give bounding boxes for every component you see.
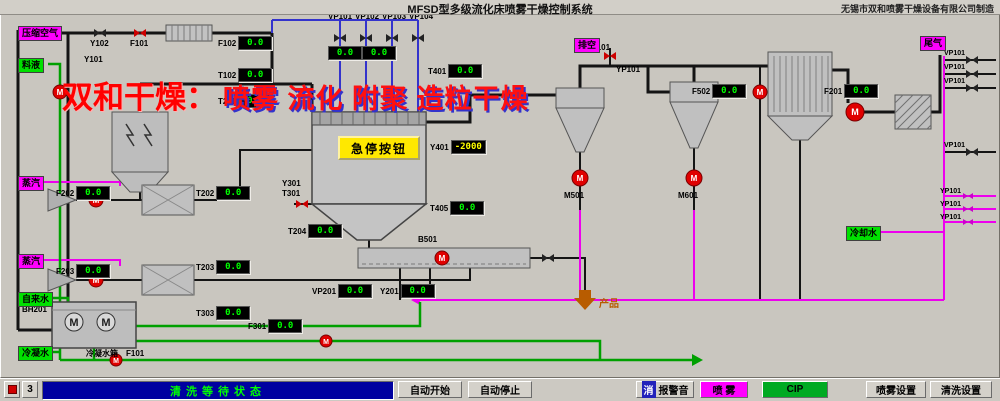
auto-start-button[interactable]: 自动开始 xyxy=(398,381,462,398)
window-title: MFSD型多级流化床喷雾干燥控制系统 xyxy=(407,4,593,16)
tag-rail-vp101-1: VP101 xyxy=(944,50,966,57)
tag-rail-yp101-3: YP101 xyxy=(940,214,962,221)
display-vp-air-2: 0.0 xyxy=(360,46,396,60)
tag-rail-yp101-2: YP101 xyxy=(940,201,962,208)
label-tap-water: 自来水 xyxy=(18,292,54,307)
tag-y101: Y101 xyxy=(84,55,103,64)
label-exhaust: 尾气 xyxy=(920,36,947,51)
label-steam-1: 蒸汽 xyxy=(18,176,45,191)
label-compressed-air: 压缩空气 xyxy=(18,26,63,41)
label-feed: 料液 xyxy=(18,58,45,73)
tag-bh201: BH201 xyxy=(22,305,47,314)
mute-alarm-button[interactable]: 消 报警音 xyxy=(636,381,694,398)
tag-vp104: VP104 xyxy=(409,12,434,21)
clean-settings-button[interactable]: 清洗设置 xyxy=(930,381,992,398)
page-number-button[interactable]: 3 xyxy=(22,381,38,398)
display-y401: Y401-2000 xyxy=(430,140,486,154)
mute-label: 报警音 xyxy=(658,386,689,397)
tag-vp103: VP103 xyxy=(382,12,407,21)
tag-rail-vp101-3: VP101 xyxy=(944,78,966,85)
mute-icon: 消 xyxy=(641,381,656,398)
alarm-indicator-icon xyxy=(7,385,17,394)
label-product: 产品 xyxy=(599,299,619,310)
manufacturer-label: 无锡市双和喷雾干燥设备有限公司制造 xyxy=(840,4,994,14)
display-vp-air-1: 0.0 xyxy=(326,46,362,60)
tag-y301: Y301 xyxy=(282,179,301,188)
auto-stop-button[interactable]: 自动停止 xyxy=(468,381,532,398)
spray-settings-button[interactable]: 喷雾设置 xyxy=(866,381,926,398)
tag-m501: M501 xyxy=(564,191,585,200)
diagram-panel xyxy=(0,14,1000,378)
tag-rail-vp101-2: VP101 xyxy=(944,64,966,71)
spray-mode-button[interactable]: 喷 雾 xyxy=(700,381,748,398)
label-vent: 排空 xyxy=(574,38,601,53)
tag-f101: F101 xyxy=(130,39,149,48)
tag-m601: M601 xyxy=(678,191,699,200)
label-condensate: 冷凝水 xyxy=(18,346,54,361)
alarm-indicator-button[interactable] xyxy=(4,381,20,398)
tag-rail-vp101-4: VP101 xyxy=(944,142,966,149)
cip-mode-button[interactable]: CIP xyxy=(762,381,828,398)
tag-y102: Y102 xyxy=(90,39,109,48)
tag-rail-yp101-1: YP101 xyxy=(940,188,962,195)
tag-f101-pump: F101 xyxy=(126,349,145,358)
tag-t301: T301 xyxy=(282,189,301,198)
label-cooling-water: 冷却水 xyxy=(846,226,882,241)
label-steam-2: 蒸汽 xyxy=(18,254,45,269)
emergency-stop-button[interactable]: 急停按钮 xyxy=(338,136,420,160)
tag-yp101-vent: YP101 xyxy=(616,65,641,74)
status-bar: 3 清洗等待状态 自动开始 自动停止 消 报警音 喷 雾 CIP 喷雾设置 清洗… xyxy=(0,378,1000,401)
title-bar: MFSD型多级流化床喷雾干燥控制系统 无锡市双和喷雾干燥设备有限公司制造 xyxy=(0,0,1000,16)
status-display: 清洗等待状态 xyxy=(42,381,394,400)
tag-b501: B501 xyxy=(418,235,438,244)
label-condensate-tank: 冷凝水箱 xyxy=(86,349,118,358)
tag-vp101: VP101 xyxy=(328,12,353,21)
tag-vp102: VP102 xyxy=(355,12,380,21)
